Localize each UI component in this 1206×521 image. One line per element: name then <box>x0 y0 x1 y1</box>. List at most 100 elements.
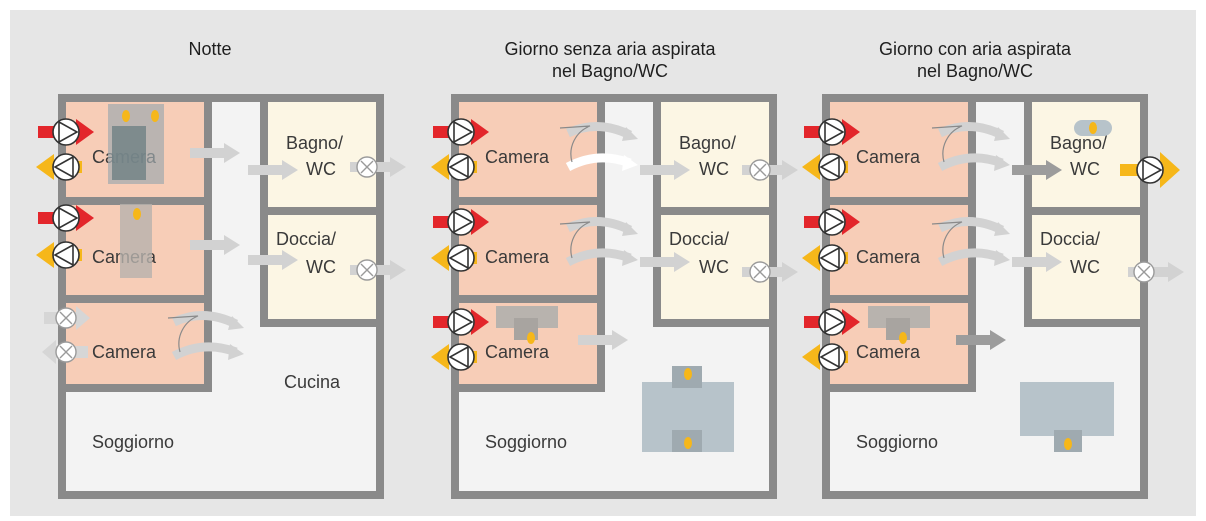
panel-title-notte: Notte <box>110 38 310 60</box>
door-swing <box>167 315 199 353</box>
fan-icon <box>818 208 846 236</box>
panel-title-line: Giorno con aria aspirata <box>878 39 1072 59</box>
room-label-wc: WC <box>306 257 336 277</box>
fan-icon <box>818 343 846 371</box>
bathroom <box>1030 102 1140 210</box>
fan-icon <box>52 118 80 146</box>
fan-triangle <box>819 155 840 179</box>
room-label-wc: WC <box>1070 159 1100 179</box>
bedroom-1 <box>830 102 970 200</box>
fan-icon <box>818 118 846 146</box>
exhaust-arrow-head <box>431 154 449 180</box>
supply-arrow-head <box>842 119 860 145</box>
closed-valve-cross <box>59 311 73 325</box>
supply-duct <box>804 126 820 138</box>
supply-arrow-head <box>471 209 489 235</box>
room-label-soggiorno: Soggiorno <box>92 432 174 452</box>
supply-arrow-head <box>842 309 860 335</box>
exhaust-arrow-head <box>431 245 449 271</box>
bathroom <box>266 102 376 210</box>
desk-icon <box>496 306 558 328</box>
bed-blanket <box>112 126 146 180</box>
bedroom-1 <box>459 102 599 200</box>
room-label-doccia: Doccia/ <box>1040 229 1100 249</box>
panel-title-giorno-senza: Giorno senza aria aspirata nel Bagno/WC <box>435 38 785 82</box>
curved-arrow-head <box>994 222 1010 236</box>
exhaust-arrow-head <box>802 245 820 271</box>
supply-duct <box>433 316 449 328</box>
airflow-arrow <box>248 160 298 180</box>
door-swing <box>559 221 591 259</box>
exhaust-arrow-head <box>431 344 449 370</box>
room-label-camera: Camera <box>856 147 921 167</box>
fan-triangle <box>453 120 474 144</box>
fan-icon <box>447 208 475 236</box>
bathroom <box>659 102 769 210</box>
person-icon <box>133 208 141 220</box>
fan-icon <box>1136 156 1164 184</box>
room-label-doccia: Doccia/ <box>669 229 729 249</box>
supply-duct <box>433 216 449 228</box>
supply-duct <box>804 216 820 228</box>
panel-title-line: nel Bagno/WC <box>916 61 1034 81</box>
fan-triangle <box>824 310 845 334</box>
panel-1: CameraCameraCameraBagno/WCDoccia/WCSoggi… <box>431 94 798 499</box>
curved-arrow-head <box>994 127 1010 141</box>
door-swing <box>931 125 963 163</box>
fan-triangle <box>453 310 474 334</box>
exhaust-arrow-head <box>1160 152 1180 188</box>
table-icon <box>1020 382 1114 436</box>
closed-valve-cross <box>1137 265 1151 279</box>
fan-icon <box>818 244 846 272</box>
panel-title-giorno-con: Giorno con aria aspirata nel Bagno/WC <box>810 38 1140 82</box>
room-label-camera: Camera <box>92 342 157 362</box>
airflow-arrow <box>190 235 240 255</box>
exhaust-arrow-head <box>36 154 54 180</box>
room-label-camera: Camera <box>856 342 921 362</box>
supply-arrow-head <box>76 205 94 231</box>
curved-arrow-head <box>622 155 638 171</box>
fan-icon <box>447 244 475 272</box>
fan-triangle <box>58 120 79 144</box>
fan-icon <box>818 153 846 181</box>
curved-airflow-arrow <box>566 121 633 140</box>
airflow-arrow <box>640 252 690 272</box>
supply-duct <box>433 126 449 138</box>
curved-airflow-arrow <box>172 310 239 329</box>
curved-arrow-head <box>994 250 1010 266</box>
panel-title-line: Notte <box>188 39 232 59</box>
room-label-bagno: Bagno/ <box>286 133 343 153</box>
fan-icon <box>52 153 80 181</box>
supply-duct <box>804 316 820 328</box>
exhaust-arrow-head <box>802 154 820 180</box>
room-label-wc: WC <box>699 257 729 277</box>
airflow-arrow <box>956 330 1006 350</box>
curved-arrow-head <box>622 222 638 236</box>
fan-icon <box>447 153 475 181</box>
supply-arrow-head <box>471 119 489 145</box>
closed-valve-cross <box>753 163 767 177</box>
room-label-camera: Camera <box>485 147 550 167</box>
room-label-wc: WC <box>1070 257 1100 277</box>
person-icon <box>527 332 535 344</box>
fan-triangle <box>819 246 840 270</box>
curved-airflow-arrow <box>938 121 1005 140</box>
closed-valve-cross <box>753 265 767 279</box>
room-label-camera: Camera <box>485 342 550 362</box>
exhaust-arrow-head <box>36 242 54 268</box>
panel-0: CameraCameraCameraBagno/WCDoccia/WCCucin… <box>36 94 406 499</box>
airflow-arrow <box>1012 160 1062 180</box>
person-icon <box>684 368 692 380</box>
fan-icon <box>447 343 475 371</box>
airflow-arrow <box>640 160 690 180</box>
supply-arrow-head <box>76 119 94 145</box>
door-swing <box>559 125 591 163</box>
fan-triangle <box>824 210 845 234</box>
closed-valve-cross <box>360 160 374 174</box>
fan-icon <box>52 241 80 269</box>
exhaust-arrow-head <box>802 344 820 370</box>
panel-title-line: nel Bagno/WC <box>551 61 669 81</box>
closed-valve-cross <box>59 345 73 359</box>
fan-triangle <box>819 345 840 369</box>
